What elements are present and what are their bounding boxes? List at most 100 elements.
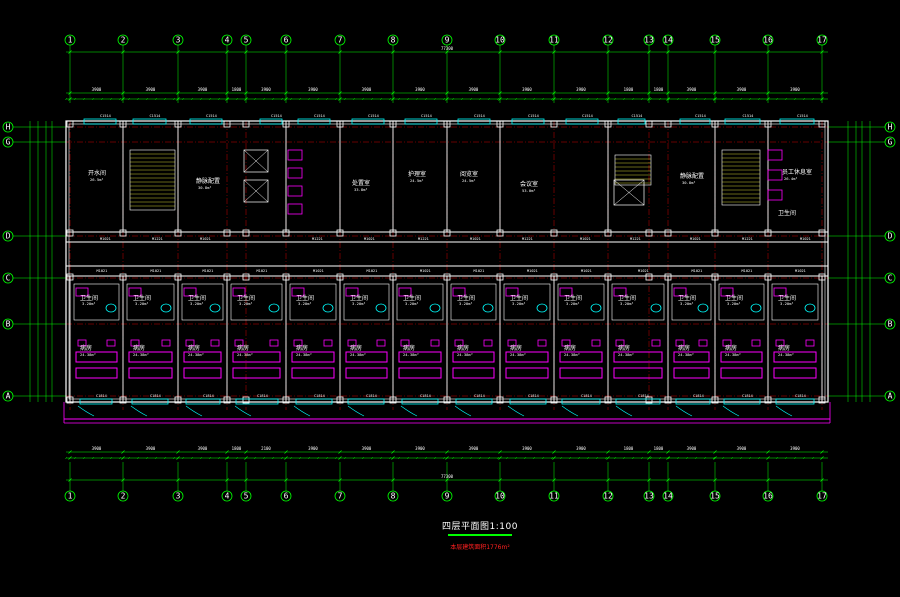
sink-fixture — [287, 167, 303, 179]
row-bubble-label: H — [888, 123, 893, 132]
bedside-cabinet — [805, 339, 815, 347]
sub-tick — [127, 97, 131, 101]
grid-bubble-label: 14 — [663, 492, 673, 501]
structural-column — [336, 396, 344, 404]
structural-column — [282, 120, 290, 128]
door-swing — [293, 405, 311, 417]
sub-tick — [811, 456, 815, 460]
sub-tick — [496, 456, 500, 460]
bed — [613, 351, 663, 363]
sub-tick — [271, 97, 275, 101]
grid-bubble-label: 10 — [495, 36, 505, 45]
window — [617, 118, 646, 125]
door-tag: M1021 — [692, 269, 703, 273]
sub-tick — [802, 456, 806, 460]
door-tag: M1021 — [638, 269, 649, 273]
ward-label: 病房 — [237, 344, 249, 352]
room-label: 静脉配置 — [196, 177, 220, 185]
sink-fixture — [767, 149, 783, 161]
sub-tick — [262, 456, 266, 460]
window-tag: C1514 — [743, 114, 754, 118]
window — [404, 118, 438, 125]
basin-fixture — [482, 303, 494, 313]
sub-tick — [550, 97, 554, 101]
row-bubble-label: A — [6, 392, 11, 401]
dimension-tick — [445, 456, 449, 460]
sub-tick — [793, 97, 797, 101]
bathroom-label: 卫生间 — [80, 294, 98, 302]
basin-fixture — [268, 303, 280, 313]
bathroom-outline — [771, 283, 819, 321]
grid-bubble-label: 4 — [225, 36, 230, 45]
bathroom-label: 卫生间 — [778, 294, 796, 302]
window — [189, 118, 223, 125]
bathroom-outline — [557, 283, 605, 321]
dimension-tick — [498, 50, 502, 54]
structural-column — [389, 396, 397, 404]
row-bubble-label: C — [888, 274, 893, 283]
dimension-tick — [498, 91, 502, 95]
sub-tick — [190, 456, 194, 460]
sub-tick — [478, 456, 482, 460]
title-block: 四层平面图1:100 本层建筑面积1776m² — [420, 519, 540, 551]
room-label: 护理室 — [408, 170, 426, 178]
row-bubble-label: H — [6, 123, 11, 132]
sub-tick — [712, 456, 716, 460]
dimension-tick — [498, 478, 502, 482]
bed — [559, 367, 603, 379]
bay-dimension-text: 3900 — [146, 446, 156, 451]
dimension-tick — [225, 91, 229, 95]
window — [79, 398, 113, 405]
sub-tick — [478, 97, 482, 101]
sub-tick — [712, 97, 716, 101]
bedside-cabinet — [651, 339, 661, 347]
sub-tick — [64, 97, 68, 101]
sub-tick — [820, 97, 824, 101]
sub-tick — [145, 456, 149, 460]
bedside-cabinet — [483, 339, 493, 347]
structural-column — [336, 120, 344, 128]
elevator-cross — [243, 179, 269, 203]
sub-tick — [523, 97, 527, 101]
dimension-tick — [244, 478, 248, 482]
door-swing — [722, 405, 740, 417]
sub-tick — [127, 456, 131, 460]
bathroom-outline — [343, 283, 390, 321]
dimension-tick — [606, 456, 610, 460]
bay-dimension-text: 3900 — [261, 87, 271, 92]
room-area: 53.0m² — [522, 188, 536, 193]
dimension-tick — [552, 50, 556, 54]
door-swing — [347, 405, 365, 417]
window-tag: C1514 — [421, 114, 432, 118]
sink-fixture — [287, 185, 303, 197]
structural-column — [282, 273, 290, 281]
grid-bubble-label: 7 — [338, 36, 343, 45]
sub-tick — [559, 97, 563, 101]
sub-tick — [595, 97, 599, 101]
grid-bubble-label: 3 — [176, 492, 181, 501]
door-tag: M1021 — [100, 237, 111, 241]
structural-column — [764, 273, 772, 281]
bedside-cabinet — [400, 339, 410, 347]
room-area: 30.8m² — [682, 180, 696, 185]
bathroom-outline — [230, 283, 283, 321]
sub-tick — [118, 97, 122, 101]
structural-column — [711, 273, 719, 281]
dimension-tick — [176, 91, 180, 95]
structural-column — [496, 229, 504, 237]
sub-tick — [307, 97, 311, 101]
sub-tick — [496, 97, 500, 101]
dimension-tick — [121, 97, 125, 101]
door-tag: M1021 — [364, 237, 375, 241]
sink-fixture — [287, 149, 303, 161]
structural-column — [664, 273, 672, 281]
ward-label: 病房 — [510, 344, 522, 352]
structural-column — [550, 396, 558, 404]
bathroom-area: 3.20m² — [405, 301, 419, 306]
room-label: 会议室 — [520, 180, 538, 188]
door-swing — [234, 405, 252, 417]
ward-label: 病房 — [350, 344, 362, 352]
bathroom-label: 卫生间 — [133, 294, 151, 302]
bed — [232, 367, 281, 379]
